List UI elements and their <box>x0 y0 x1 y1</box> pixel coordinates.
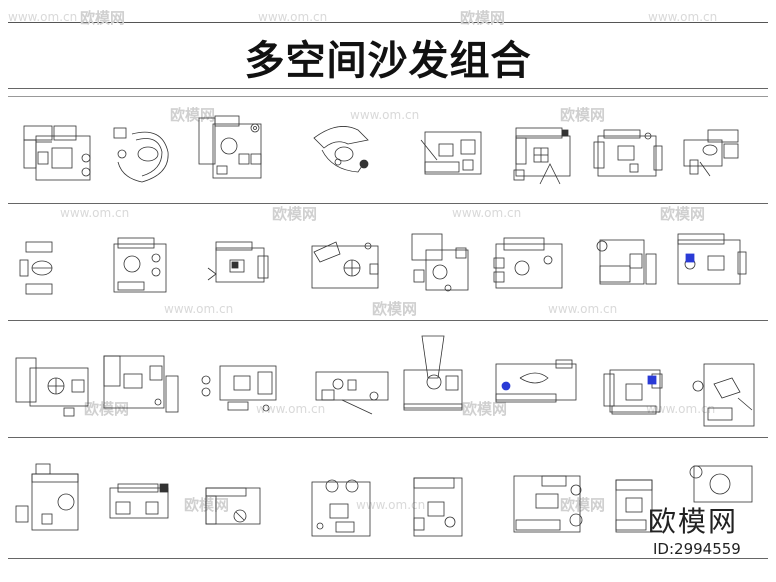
watermark-site: www.om.cn <box>350 108 420 122</box>
sofa-plan-28 <box>306 474 376 540</box>
sofa-plan-7 <box>590 128 664 180</box>
sofa-plan-10 <box>108 236 170 296</box>
watermark-brand: 欧模网 <box>560 496 606 514</box>
sofa-plan-32 <box>686 462 756 506</box>
row-divider-3 <box>8 203 768 204</box>
watermark-site: www.om.cn <box>256 402 326 416</box>
sofa-plan-1 <box>22 122 102 184</box>
sofa-plan-30 <box>506 472 592 536</box>
sofa-plan-16 <box>672 232 748 290</box>
watermark-brand: 欧模网 <box>272 205 318 223</box>
sofa-plan-15 <box>592 236 662 288</box>
watermark-site: www.om.cn <box>452 206 522 220</box>
sofa-plan-13 <box>408 232 474 294</box>
watermark-site: www.om.cn <box>258 10 328 24</box>
watermark-brand: 欧模网 <box>372 300 418 318</box>
sofa-plan-17 <box>12 354 92 418</box>
sofa-plan-21 <box>400 334 466 414</box>
watermark-site: www.om.cn <box>648 10 718 24</box>
sofa-plan-9 <box>16 240 56 298</box>
sofa-plan-5 <box>415 126 485 178</box>
brand-logo: 欧模网 <box>648 505 739 538</box>
sofa-plan-14 <box>490 236 566 290</box>
watermark-brand: 欧模网 <box>660 205 706 223</box>
sofa-plan-18 <box>100 354 182 416</box>
watermark-site: www.om.cn <box>60 206 130 220</box>
asset-id: ID:2994559 <box>653 540 741 558</box>
watermark-brand: 欧模网 <box>460 9 506 27</box>
row-divider-5 <box>8 437 768 438</box>
sofa-plan-20 <box>312 368 392 418</box>
sofa-plan-25 <box>14 462 82 534</box>
sofa-plan-3 <box>195 112 265 182</box>
sofa-plan-12 <box>306 236 382 292</box>
page-title: 多空间沙发组合 <box>244 38 532 84</box>
row-divider-4 <box>8 320 768 321</box>
watermark-site: www.om.cn <box>548 302 618 316</box>
sofa-plan-11 <box>202 240 272 286</box>
watermark-brand: 欧模网 <box>170 106 216 124</box>
sofa-plan-31 <box>612 476 656 536</box>
row-divider-6 <box>8 558 768 559</box>
sofa-plan-27 <box>198 484 266 530</box>
watermark-site: www.om.cn <box>356 498 426 512</box>
watermark-brand: 欧模网 <box>84 400 130 418</box>
watermark-site: www.om.cn <box>646 402 716 416</box>
row-divider-1 <box>8 88 768 89</box>
sheet-frame <box>8 22 768 560</box>
sofa-plan-6 <box>510 124 574 188</box>
sofa-plan-22 <box>490 358 582 410</box>
watermark-site: www.om.cn <box>164 302 234 316</box>
watermark-brand: 欧模网 <box>560 106 606 124</box>
watermark-brand: 欧模网 <box>462 400 508 418</box>
sofa-plan-23 <box>602 364 666 420</box>
sofa-plan-8 <box>680 128 744 180</box>
watermark-brand: 欧模网 <box>80 9 126 27</box>
sofa-plan-29 <box>410 474 466 540</box>
row-divider-2 <box>8 96 768 97</box>
sofa-plan-19 <box>198 362 280 416</box>
watermark-brand: 欧模网 <box>184 496 230 514</box>
sofa-plan-24 <box>690 358 756 430</box>
sofa-plan-26 <box>106 482 172 522</box>
sofa-plan-2 <box>112 124 172 186</box>
sofa-plan-4 <box>308 120 378 178</box>
watermark-site: www.om.cn <box>8 10 78 24</box>
